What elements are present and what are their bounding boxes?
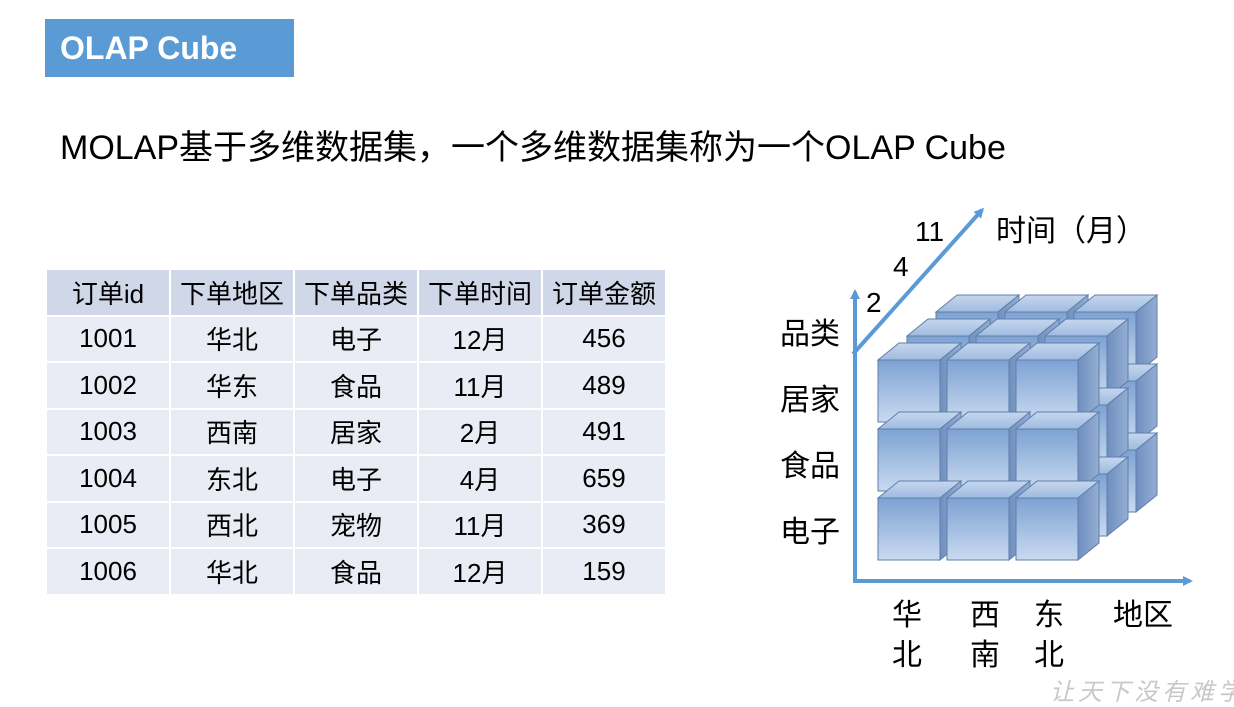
cell-category: 宠物 bbox=[293, 500, 419, 549]
region-tick-xinan: 西 南 bbox=[970, 599, 1000, 672]
svg-text:北: 北 bbox=[1034, 639, 1064, 672]
svg-text:南: 南 bbox=[970, 639, 1000, 672]
category-tick-pinlei: 品类 bbox=[780, 318, 840, 351]
time-axis-label: 时间（月） bbox=[996, 215, 1146, 248]
cell-category: 电子 bbox=[293, 454, 419, 503]
cube-grid bbox=[876, 293, 1159, 562]
cell-time: 12月 bbox=[417, 314, 543, 363]
orders-table: 订单id 下单地区 下单品类 下单时间 订单金额 1001 华北 电子 12月 … bbox=[45, 268, 667, 596]
header-order-id: 订单id bbox=[45, 268, 171, 317]
table-row: 1001 华北 电子 12月 456 bbox=[45, 314, 667, 363]
cell-category: 居家 bbox=[293, 407, 419, 456]
watermark: 让天下没有难学 bbox=[1050, 679, 1234, 706]
svg-text:北: 北 bbox=[892, 639, 922, 672]
cube-cell bbox=[1014, 341, 1101, 424]
cell-category: 食品 bbox=[293, 547, 419, 596]
header-category: 下单品类 bbox=[293, 268, 419, 317]
category-tick-dianzi: 电子 bbox=[780, 516, 840, 549]
time-axis-line bbox=[851, 207, 985, 356]
slide-subtitle: MOLAP基于多维数据集，一个多维数据集称为一个OLAP Cube bbox=[60, 129, 1006, 167]
region-tick-dongbei: 东 北 bbox=[1034, 599, 1064, 672]
cell-time: 11月 bbox=[417, 500, 543, 549]
cube-cell bbox=[1014, 479, 1101, 562]
cell-amount: 369 bbox=[541, 500, 667, 549]
cell-order-id: 1004 bbox=[45, 454, 171, 503]
cell-order-id: 1003 bbox=[45, 407, 171, 456]
table-header-row: 订单id 下单地区 下单品类 下单时间 订单金额 bbox=[45, 268, 667, 317]
cube-front-face bbox=[1015, 497, 1079, 561]
region-axis-label: 地区 bbox=[1113, 599, 1173, 632]
cell-region: 东北 bbox=[169, 454, 295, 503]
header-amount: 订单金额 bbox=[541, 268, 667, 317]
cell-order-id: 1006 bbox=[45, 547, 171, 596]
cell-region: 西北 bbox=[169, 500, 295, 549]
cube-cell bbox=[1014, 410, 1101, 493]
time-tick-2: 2 bbox=[866, 287, 882, 318]
cell-time: 11月 bbox=[417, 361, 543, 410]
cell-order-id: 1002 bbox=[45, 361, 171, 410]
cell-time: 12月 bbox=[417, 547, 543, 596]
header-region: 下单地区 bbox=[169, 268, 295, 317]
table-row: 1003 西南 居家 2月 491 bbox=[45, 407, 667, 456]
cell-region: 华北 bbox=[169, 314, 295, 363]
time-tick-4: 4 bbox=[893, 251, 909, 282]
cell-amount: 159 bbox=[541, 547, 667, 596]
table-row: 1004 东北 电子 4月 659 bbox=[45, 454, 667, 503]
cell-order-id: 1001 bbox=[45, 314, 171, 363]
cell-amount: 456 bbox=[541, 314, 667, 363]
cube-front-face bbox=[877, 497, 941, 561]
cell-category: 电子 bbox=[293, 314, 419, 363]
svg-text:东: 东 bbox=[1034, 599, 1064, 632]
svg-text:华: 华 bbox=[892, 599, 922, 632]
cell-amount: 491 bbox=[541, 407, 667, 456]
cube-front-face bbox=[946, 497, 1010, 561]
cell-time: 4月 bbox=[417, 454, 543, 503]
header-time: 下单时间 bbox=[417, 268, 543, 317]
category-tick-shipin: 食品 bbox=[780, 450, 840, 483]
table-row: 1005 西北 宠物 11月 369 bbox=[45, 500, 667, 549]
cell-order-id: 1005 bbox=[45, 500, 171, 549]
cell-category: 食品 bbox=[293, 361, 419, 410]
cell-region: 华东 bbox=[169, 361, 295, 410]
cell-time: 2月 bbox=[417, 407, 543, 456]
cell-region: 西南 bbox=[169, 407, 295, 456]
cell-region: 华北 bbox=[169, 547, 295, 596]
slide-title: OLAP Cube bbox=[45, 19, 294, 77]
cube-cell bbox=[876, 479, 963, 562]
svg-text:西: 西 bbox=[970, 599, 1000, 632]
time-tick-11: 11 bbox=[915, 216, 944, 247]
table-row: 1002 华东 食品 11月 489 bbox=[45, 361, 667, 410]
table-row: 1006 华北 食品 12月 159 bbox=[45, 547, 667, 596]
region-tick-huabei: 华 北 bbox=[892, 599, 922, 672]
cell-amount: 659 bbox=[541, 454, 667, 503]
cell-amount: 489 bbox=[541, 361, 667, 410]
category-tick-jujia: 居家 bbox=[780, 384, 840, 417]
